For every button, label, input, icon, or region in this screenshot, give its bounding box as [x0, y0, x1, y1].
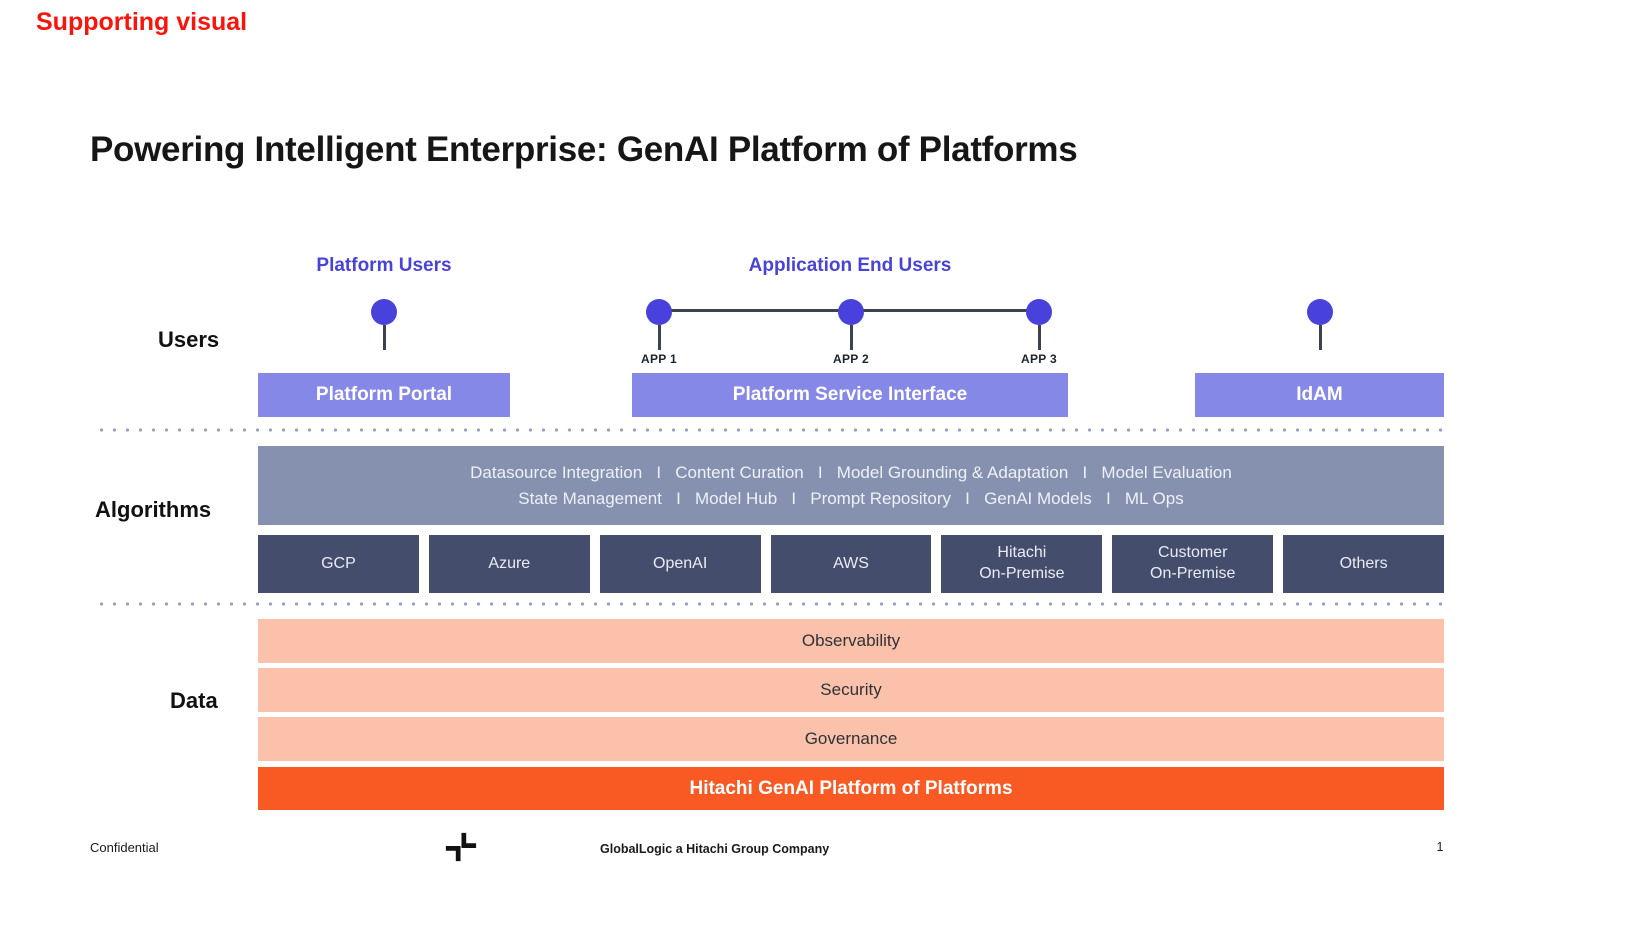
provider-customer-on-premise: Customer On-Premise — [1112, 535, 1274, 593]
provider-aws: AWS — [770, 535, 932, 593]
pin-stem — [1037, 325, 1041, 350]
services-line-2: State Management I Model Hub I Prompt Re… — [518, 488, 1184, 508]
pin-stem — [657, 325, 661, 350]
platform-user-pin — [371, 299, 397, 350]
app1-user-pin — [646, 299, 672, 350]
app1-label: APP 1 — [641, 352, 677, 366]
provider-others: Others — [1283, 535, 1445, 593]
algorithm-services-bar: Datasource Integration I Content Curatio… — [258, 446, 1444, 525]
platform-portal-bar: Platform Portal — [258, 373, 510, 417]
slide-title: Powering Intelligent Enterprise: GenAI P… — [90, 130, 1078, 169]
user-pin-icon — [1026, 299, 1052, 325]
page-number: 1 — [1436, 840, 1444, 854]
app2-label: APP 2 — [833, 352, 869, 366]
services-line-1: Datasource Integration I Content Curatio… — [470, 462, 1232, 482]
idam-user-pin — [1307, 299, 1333, 350]
data-layer-label: Data — [170, 688, 218, 713]
idam-bar: IdAM — [1195, 373, 1444, 417]
pin-stem — [849, 325, 853, 350]
layer-separator-dotted-line — [95, 428, 1444, 432]
layer-separator-dotted-line — [95, 602, 1444, 606]
user-pin-icon — [838, 299, 864, 325]
observability-band: Observability — [258, 619, 1444, 663]
application-end-users-heading: Application End Users — [748, 255, 952, 276]
user-pin-icon — [1307, 299, 1333, 325]
globallogic-plus-logo-icon — [445, 832, 477, 862]
platform-users-heading: Platform Users — [316, 255, 452, 276]
app2-user-pin — [838, 299, 864, 350]
governance-band: Governance — [258, 717, 1444, 761]
algorithms-layer-label: Algorithms — [95, 497, 212, 522]
model-providers-row: GCP Azure OpenAI AWS Hitachi On-Premise … — [258, 535, 1445, 593]
pin-stem — [1318, 325, 1322, 350]
users-layer-label: Users — [158, 327, 220, 352]
security-band: Security — [258, 668, 1444, 712]
annotation-supporting-visual: Supporting visual — [36, 8, 248, 36]
user-pin-icon — [646, 299, 672, 325]
app3-user-pin — [1026, 299, 1052, 350]
hitachi-genai-platform-bar: Hitachi GenAI Platform of Platforms — [258, 767, 1444, 810]
confidential-label: Confidential — [90, 840, 159, 855]
company-footer-label: GlobalLogic a Hitachi Group Company — [600, 842, 830, 856]
app3-label: APP 3 — [1021, 352, 1057, 366]
provider-gcp: GCP — [258, 535, 419, 593]
provider-azure: Azure — [428, 535, 590, 593]
user-pin-icon — [371, 299, 397, 325]
platform-service-interface-bar: Platform Service Interface — [632, 373, 1068, 417]
provider-openai: OpenAI — [599, 535, 761, 593]
pin-stem — [382, 325, 386, 350]
provider-hitachi-on-premise: Hitachi On-Premise — [941, 535, 1103, 593]
